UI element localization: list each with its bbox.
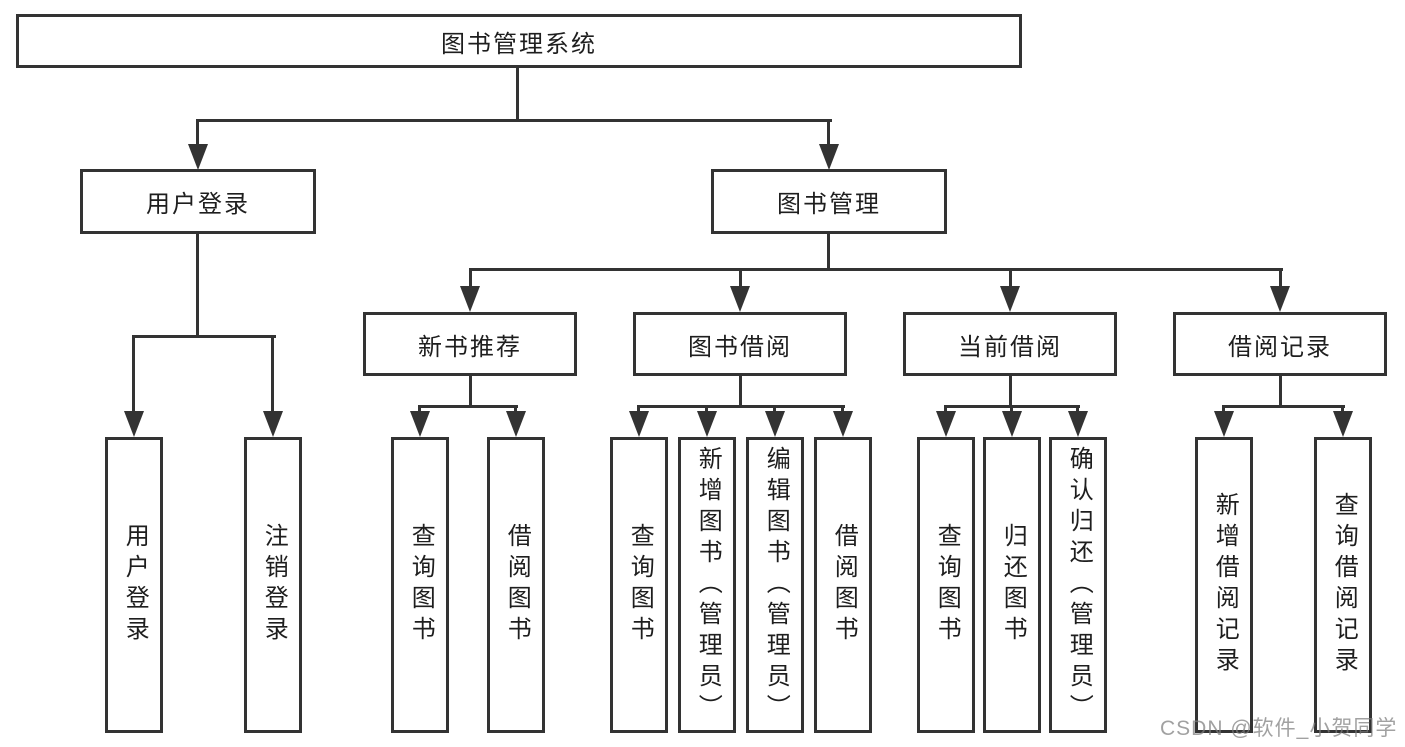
leaf-label: 用户登录 — [121, 523, 149, 647]
leaf-label: 查询借阅记录 — [1330, 492, 1358, 678]
node-label: 图书管理 — [777, 191, 881, 218]
arrowhead-down — [506, 411, 526, 437]
connector-line — [469, 268, 1283, 271]
leaf-label: 借阅图书 — [830, 523, 858, 647]
node-user-login: 用户登录 — [80, 169, 316, 234]
connector-line — [827, 119, 830, 147]
leaf-borrow-query-book: 查询图书 — [610, 437, 668, 733]
node-label: 新书推荐 — [418, 333, 522, 361]
arrowhead-down — [263, 411, 283, 437]
node-label: 当前借阅 — [958, 333, 1062, 361]
arrowhead-down — [1000, 286, 1020, 312]
connector-line — [196, 119, 832, 122]
arrowhead-down — [819, 144, 839, 170]
leaf-newbook-borrow-book: 借阅图书 — [487, 437, 545, 733]
connector-line — [418, 405, 518, 408]
connector-line — [637, 405, 845, 408]
leaf-label: 编辑图书（管理员） — [762, 445, 790, 725]
leaf-label: 归还图书 — [999, 523, 1027, 647]
connector-line — [516, 66, 519, 120]
arrowhead-down — [460, 286, 480, 312]
leaf-label: 确认归还（管理员） — [1065, 445, 1093, 725]
connector-line — [1010, 405, 1013, 414]
node-label: 图书借阅 — [688, 333, 792, 361]
connector-line — [418, 405, 421, 414]
arrowhead-down — [936, 411, 956, 437]
connector-line — [944, 405, 947, 414]
leaf-label: 新增借阅记录 — [1211, 492, 1239, 678]
leaf-label: 查询图书 — [933, 523, 961, 647]
connector-line — [1341, 405, 1344, 414]
connector-line — [1222, 405, 1225, 414]
node-label: 用户登录 — [146, 191, 250, 218]
connector-line — [132, 335, 276, 338]
connector-line — [469, 376, 472, 407]
connector-line — [739, 376, 742, 407]
node-label: 借阅记录 — [1228, 333, 1332, 361]
leaf-user-login: 用户登录 — [105, 437, 163, 733]
arrowhead-down — [765, 411, 785, 437]
leaf-label: 借阅图书 — [503, 523, 531, 647]
connector-line — [773, 405, 776, 414]
arrowhead-down — [833, 411, 853, 437]
node-book-borrow: 图书借阅 — [633, 312, 847, 376]
leaf-borrow-edit-book-admin: 编辑图书（管理员） — [746, 437, 804, 733]
leaf-label: 查询图书 — [626, 523, 654, 647]
node-root: 图书管理系统 — [16, 14, 1022, 68]
node-new-book-recommend: 新书推荐 — [363, 312, 577, 376]
arrowhead-down — [1068, 411, 1088, 437]
leaf-current-query-book: 查询图书 — [917, 437, 975, 733]
connector-line — [196, 234, 199, 337]
leaf-logout: 注销登录 — [244, 437, 302, 733]
csdn-watermark: CSDN @软件_小贺同学 — [1160, 717, 1398, 740]
arrowhead-down — [1270, 286, 1290, 312]
connector-line — [1076, 405, 1079, 414]
connector-line — [637, 405, 640, 414]
leaf-current-confirm-return-admin: 确认归还（管理员） — [1049, 437, 1107, 733]
leaf-borrow-borrow-book: 借阅图书 — [814, 437, 872, 733]
arrowhead-down — [697, 411, 717, 437]
connector-line — [469, 268, 472, 289]
connector-line — [1222, 405, 1345, 408]
arrowhead-down — [629, 411, 649, 437]
connector-line — [514, 405, 517, 414]
leaf-label: 新增图书（管理员） — [694, 445, 722, 725]
arrowhead-down — [188, 144, 208, 170]
node-label: 图书管理系统 — [441, 30, 597, 58]
connector-line — [1279, 376, 1282, 407]
node-current-borrow: 当前借阅 — [903, 312, 1117, 376]
arrowhead-down — [410, 411, 430, 437]
leaf-label: 查询图书 — [407, 523, 435, 647]
arrowhead-down — [730, 286, 750, 312]
connector-line — [132, 335, 135, 413]
connector-line — [739, 268, 742, 289]
connector-line — [1279, 268, 1282, 289]
arrowhead-down — [124, 411, 144, 437]
connector-line — [271, 335, 274, 413]
connector-line — [196, 119, 199, 147]
leaf-current-return-book: 归还图书 — [983, 437, 1041, 733]
connector-line — [705, 405, 708, 414]
arrowhead-down — [1002, 411, 1022, 437]
connector-line — [1009, 268, 1012, 289]
leaf-borrow-add-book-admin: 新增图书（管理员） — [678, 437, 736, 733]
connector-line — [841, 405, 844, 414]
arrowhead-down — [1214, 411, 1234, 437]
connector-line — [1009, 376, 1012, 407]
node-book-management: 图书管理 — [711, 169, 947, 234]
leaf-records-add-record: 新增借阅记录 — [1195, 437, 1253, 733]
connector-line — [827, 234, 830, 271]
leaf-label: 注销登录 — [260, 523, 288, 647]
leaf-newbook-query-book: 查询图书 — [391, 437, 449, 733]
node-borrow-records: 借阅记录 — [1173, 312, 1387, 376]
arrowhead-down — [1333, 411, 1353, 437]
leaf-records-query-record: 查询借阅记录 — [1314, 437, 1372, 733]
